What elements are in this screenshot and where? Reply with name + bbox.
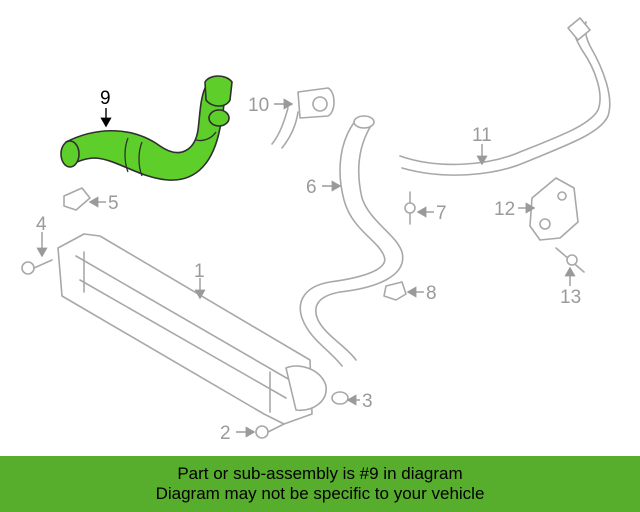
banner-line-1: Part or sub-assembly is #9 in diagram xyxy=(177,464,463,483)
callout-11: 11 xyxy=(472,125,492,146)
banner-line-2: Diagram may not be specific to your vehi… xyxy=(155,484,485,503)
callout-10: 10 xyxy=(248,95,269,116)
part-10-sensor[interactable] xyxy=(271,87,335,149)
callout-5: 5 xyxy=(108,193,119,214)
part-3-nut[interactable] xyxy=(331,391,349,405)
callout-8: 8 xyxy=(426,283,437,304)
part-6-pipe[interactable] xyxy=(299,115,404,367)
part-8-grommet[interactable] xyxy=(383,281,407,301)
info-banner: Part or sub-assembly is #9 in diagram Di… xyxy=(0,456,640,512)
part-4-bolt[interactable] xyxy=(21,259,53,275)
parts-diagram: 1 2 3 4 5 6 7 8 9 10 11 12 13 xyxy=(21,17,611,444)
callout-7: 7 xyxy=(436,203,447,224)
part-11-hose[interactable] xyxy=(399,17,611,176)
part-1-intercooler[interactable] xyxy=(57,233,327,425)
part-13-bolt[interactable] xyxy=(555,247,585,273)
callout-2: 2 xyxy=(220,423,231,444)
callout-1: 1 xyxy=(194,261,205,282)
callout-3: 3 xyxy=(362,391,373,412)
part-9-hose[interactable] xyxy=(60,75,233,181)
part-12-bracket[interactable] xyxy=(529,177,579,241)
callout-leaders xyxy=(36,98,576,438)
callout-13: 13 xyxy=(560,287,581,308)
part-5-clip[interactable] xyxy=(63,187,91,211)
callout-4: 4 xyxy=(36,214,47,235)
callout-9: 9 xyxy=(100,88,111,109)
part-2-bolt[interactable] xyxy=(255,423,285,439)
part-7-stud[interactable] xyxy=(404,191,416,225)
callout-6: 6 xyxy=(306,177,317,198)
callout-12: 12 xyxy=(494,199,515,220)
